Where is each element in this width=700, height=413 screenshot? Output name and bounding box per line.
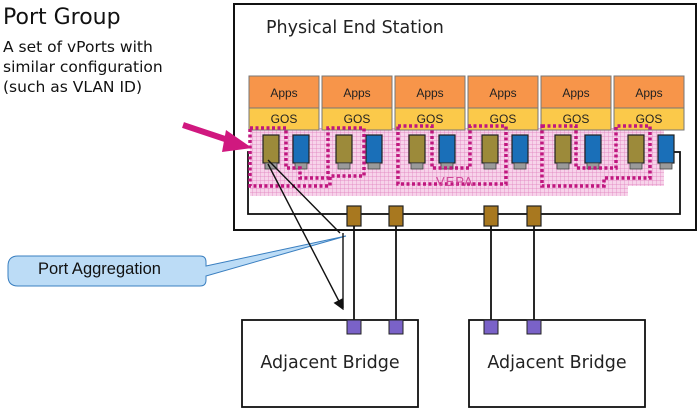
vm-6-gos-label: GOS bbox=[635, 112, 663, 126]
vepa-label: VEPA bbox=[436, 174, 474, 189]
vm-6-vport-blue-base bbox=[659, 162, 673, 170]
vm-4-apps-label: Apps bbox=[489, 86, 517, 100]
vm-2-apps-layer bbox=[321, 75, 393, 109]
port-group-outline-2 bbox=[396, 124, 508, 186]
end-station-title: Physical End Station bbox=[266, 18, 444, 38]
port-group-description: A set of vPorts with similar configurati… bbox=[3, 37, 203, 97]
vm-6-vport-olive-base bbox=[629, 162, 643, 170]
vm-4-gos-label: GOS bbox=[489, 112, 517, 126]
bridge-ports bbox=[346, 319, 542, 335]
vm-1-vport-olive bbox=[262, 134, 280, 164]
aggregation-arrows bbox=[267, 159, 344, 311]
vm-5-vport-olive-base bbox=[556, 162, 570, 170]
vm-6-vport-blue bbox=[657, 134, 675, 164]
port-aggregation-callout bbox=[7, 235, 347, 287]
vm-5-vport-blue-base bbox=[586, 162, 600, 170]
vm-2-gos-layer bbox=[321, 107, 393, 131]
vm-4-vport-olive-base bbox=[483, 162, 497, 170]
port-group-title: Port Group bbox=[3, 5, 121, 30]
aggregation-line-2 bbox=[267, 163, 344, 311]
vm-5-vport-olive bbox=[554, 134, 572, 164]
vm-2-vport-blue bbox=[365, 134, 383, 164]
vm-5-gos-label: GOS bbox=[562, 112, 590, 126]
port-group-desc-line-3: (such as VLAN ID) bbox=[3, 78, 142, 96]
uplink-port-2 bbox=[388, 205, 404, 227]
vm-2-vport-blue-base bbox=[367, 162, 381, 170]
aggregation-line-1 bbox=[267, 159, 341, 234]
uplink-port-1 bbox=[346, 205, 362, 227]
vm-2-vport-olive-base bbox=[337, 162, 351, 170]
vm-4-vport-blue bbox=[511, 134, 529, 164]
vm-2-vport-olive bbox=[335, 134, 353, 164]
port-group-desc-line-1: A set of vPorts with bbox=[3, 38, 153, 56]
bridge-port-1 bbox=[346, 319, 362, 335]
port-group-outline-1 bbox=[248, 126, 366, 188]
bridge-port-2 bbox=[388, 319, 404, 335]
vm-3-vport-blue bbox=[438, 134, 456, 164]
vm-3-gos-label: GOS bbox=[416, 112, 444, 126]
vm-4-vport-blue-base bbox=[513, 162, 527, 170]
vm-4-vport-olive bbox=[481, 134, 499, 164]
bridge-port-4 bbox=[526, 319, 542, 335]
uplink-port-4 bbox=[526, 205, 542, 227]
vm-3-gos-layer bbox=[394, 107, 466, 131]
vm-5-vport-blue bbox=[584, 134, 602, 164]
vm-4-apps-layer bbox=[467, 75, 539, 109]
port-group-outlines bbox=[248, 124, 652, 188]
vm-1-gos-label: GOS bbox=[270, 112, 298, 126]
vm-1-gos-layer bbox=[248, 107, 320, 131]
uplink-port-3 bbox=[483, 205, 499, 227]
vm-1-vport-blue bbox=[292, 134, 310, 164]
vm-3-apps-label: Apps bbox=[416, 86, 444, 100]
vm-1-apps-label: Apps bbox=[270, 86, 298, 100]
adjacent-bridge-1-label: Adjacent Bridge bbox=[260, 353, 400, 373]
port-group-arrow bbox=[182, 122, 252, 152]
adjacent-bridge-2-label: Adjacent Bridge bbox=[487, 353, 627, 373]
vm-5-apps-layer bbox=[540, 75, 612, 109]
uplink-cables bbox=[353, 226, 535, 322]
vm-2-apps-label: Apps bbox=[343, 86, 371, 100]
vm-3-vport-olive bbox=[408, 134, 426, 164]
vm-3-vport-olive-base bbox=[410, 162, 424, 170]
vm-6-vport-olive bbox=[627, 134, 645, 164]
vm-stacks bbox=[248, 75, 685, 170]
vm-6-apps-label: Apps bbox=[635, 86, 663, 100]
uplink-ports bbox=[346, 205, 542, 227]
vm-1-apps-layer bbox=[248, 75, 320, 109]
vm-5-apps-label: Apps bbox=[562, 86, 590, 100]
vm-2-gos-label: GOS bbox=[343, 112, 371, 126]
port-aggregation-label: Port Aggregation bbox=[38, 260, 161, 278]
port-group-desc-line-2: similar configuration bbox=[3, 58, 163, 76]
bridge-port-3 bbox=[483, 319, 499, 335]
port-group-outline-3 bbox=[540, 124, 652, 188]
